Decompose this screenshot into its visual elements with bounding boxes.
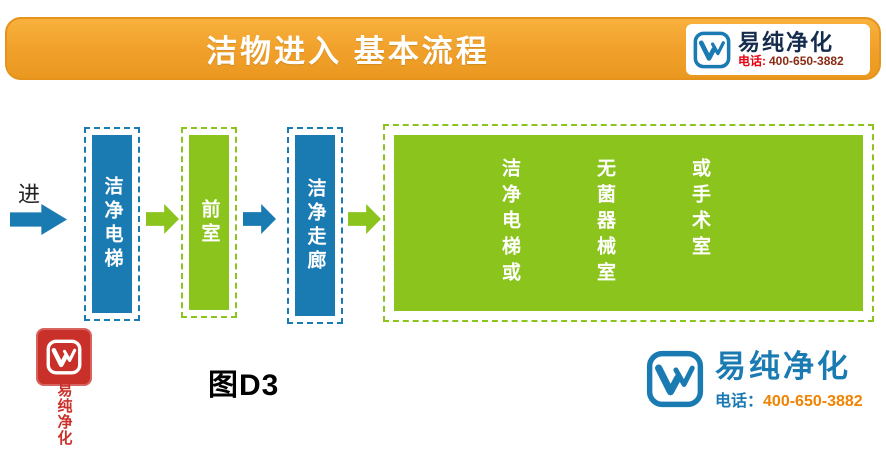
node-clean-elevator-fill: 洁净电梯 [92,135,132,313]
seal-text: 易纯净化 [55,382,74,446]
page-title: 洁物进入 基本流程 [206,34,490,69]
destination-column-1: 洁净电梯或 [499,158,520,288]
destination-column-3: 或手术室 [689,158,710,262]
arrow-2-icon [243,204,276,234]
node-clean-corridor-label: 洁净走廊 [304,177,326,274]
node-clean-corridor-fill: 洁净走廊 [295,135,335,316]
destination-columns: 洁净电梯或 无菌器械室 或手术室 [499,158,710,288]
footer-brand-name: 易纯净化 [715,349,851,384]
node-anteroom: 前室 [181,127,237,318]
node-clean-corridor: 洁净走廊 [287,127,343,324]
header-banner: 洁物进入 基本流程 易纯净化 电话:400-650-3882 [5,17,881,80]
header-phone-label: 电话: [738,54,766,69]
footer-brand: 易纯净化 电话：400-650-3882 [646,349,863,411]
header-brand-name: 易纯净化 [738,29,835,55]
header-phone: 电话:400-650-3882 [738,54,844,69]
node-anteroom-fill: 前室 [189,135,229,310]
figure-label: 图D3 [208,369,280,402]
destination-zone: 洁净电梯或 无菌器械室 或手术室 [383,124,874,322]
entry-label: 进 [18,182,41,207]
footer-phone-label: 电话： [715,393,764,411]
footer-phone: 电话：400-650-3882 [715,387,863,411]
footer-brand-logo-icon [646,350,704,408]
node-clean-elevator-label: 洁净电梯 [101,176,123,272]
brand-logo-icon [693,31,731,69]
destination-zone-fill: 洁净电梯或 无菌器械室 或手术室 [394,135,863,311]
arrow-3-icon [348,204,381,234]
header-phone-number: 400-650-3882 [769,54,844,69]
destination-column-2: 无菌器械室 [594,158,615,288]
footer-phone-number: 400-650-3882 [763,393,863,411]
arrow-1-icon [146,204,179,234]
node-anteroom-label: 前室 [198,198,220,247]
header-brand-card: 易纯净化 电话:400-650-3882 [686,24,870,75]
node-clean-elevator: 洁净电梯 [84,127,140,321]
red-seal-stamp: 易纯净化 [33,328,95,446]
seal-logo-icon [36,328,92,386]
